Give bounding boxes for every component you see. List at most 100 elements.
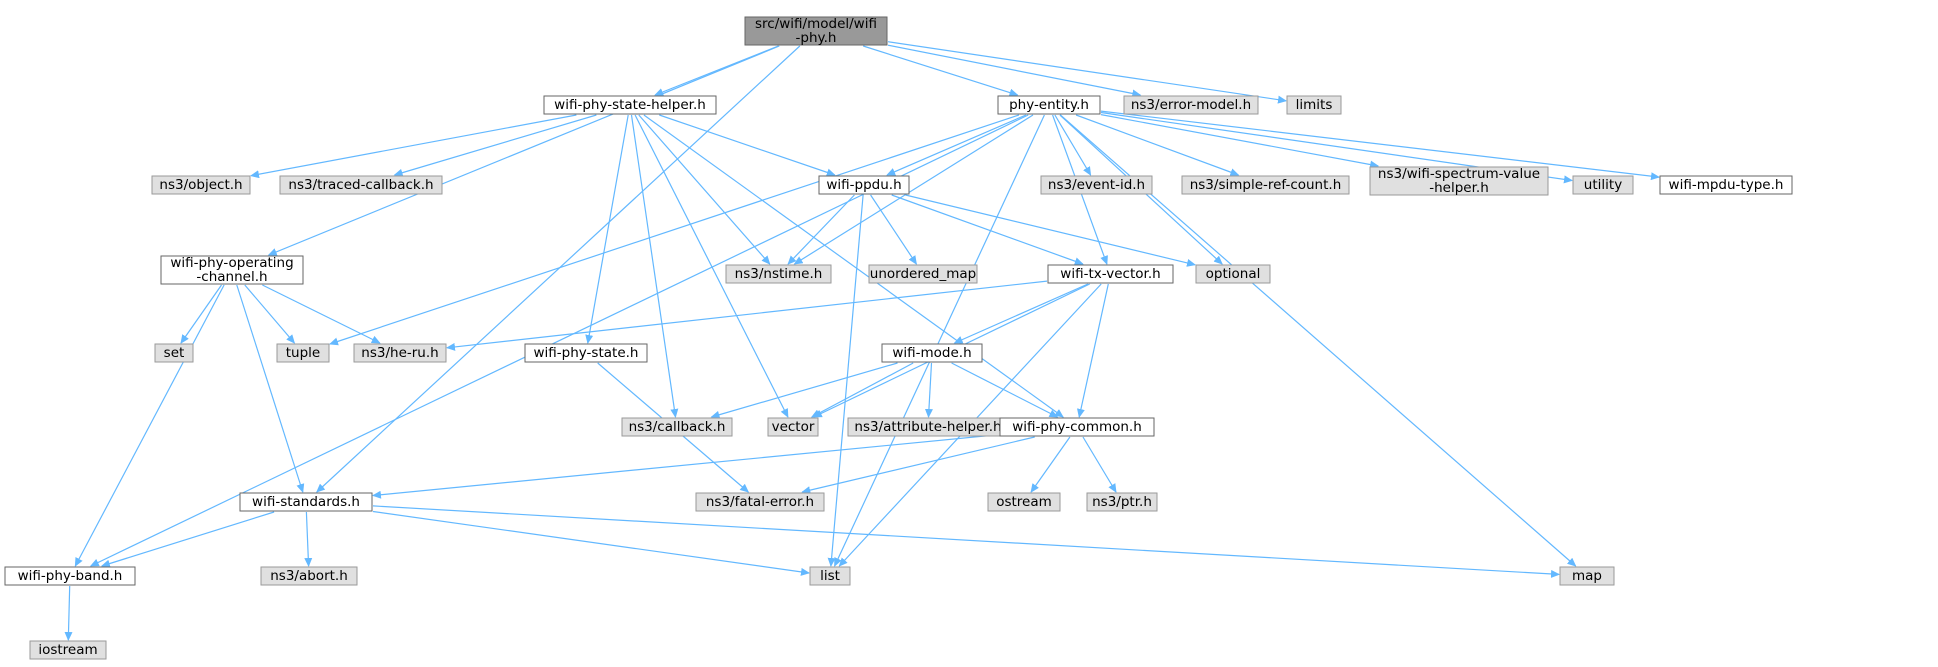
node-optional: optional	[1195, 264, 1271, 284]
node-tuple: tuple	[276, 343, 330, 363]
node-box	[239, 492, 373, 512]
node-phy-state[interactable]: wifi-phy-state.h	[524, 343, 648, 363]
edge-op_channel-to-band	[74, 284, 225, 567]
node-root: src/wifi/model/wifi-phy.h	[744, 16, 888, 46]
node-label: ns3/callback.h	[629, 419, 726, 435]
edge-op_channel-to-tuple	[244, 284, 296, 344]
node-ptr: ns3/ptr.h	[1086, 492, 1158, 512]
node-box	[1195, 264, 1271, 284]
node-box	[881, 343, 983, 363]
node-object: ns3/object.h	[151, 175, 251, 195]
node-label: -channel.h	[196, 269, 267, 285]
node-standards[interactable]: wifi-standards.h	[239, 492, 373, 512]
edge-state_helper-to-object	[250, 114, 577, 179]
node-label: ns3/event-id.h	[1048, 177, 1145, 193]
node-mode[interactable]: wifi-mode.h	[881, 343, 983, 363]
node-label: wifi-phy-common.h	[1012, 419, 1142, 435]
edge-band-to-iostream	[64, 585, 73, 641]
edge-state_helper-to-ppdu	[659, 114, 836, 177]
node-label: wifi-phy-operating	[170, 255, 293, 271]
edge-standards-to-list	[372, 510, 810, 576]
node-box	[4, 566, 136, 586]
node-op-channel[interactable]: wifi-phy-operating-channel.h	[160, 255, 304, 285]
node-label: ns3/wifi-spectrum-value	[1378, 166, 1540, 182]
node-set: set	[154, 343, 194, 363]
node-label: vector	[772, 419, 815, 435]
node-label: wifi-ppdu.h	[826, 177, 901, 193]
node-box	[1086, 492, 1158, 512]
edge-layer	[64, 41, 1660, 641]
edge-root-to-limits	[887, 41, 1287, 104]
edge-tx_vector-to-mode	[953, 283, 1089, 344]
node-label: wifi-phy-band.h	[18, 568, 123, 584]
edge-op_channel-to-he_ru	[262, 284, 381, 344]
node-label: utility	[1584, 177, 1622, 193]
edge-phy_entity-to-spectrum	[1100, 114, 1380, 169]
node-box	[767, 417, 819, 437]
node-label: -phy.h	[796, 30, 837, 46]
node-label: phy-entity.h	[1009, 97, 1089, 113]
node-label: ns3/he-ru.h	[361, 345, 438, 361]
node-label: ns3/error-model.h	[1131, 97, 1251, 113]
node-mpdu-type[interactable]: wifi-mpdu-type.h	[1659, 175, 1793, 195]
node-state-helper[interactable]: wifi-phy-state-helper.h	[543, 95, 717, 115]
node-label: ns3/abort.h	[270, 568, 348, 584]
node-box	[1286, 95, 1342, 115]
node-list: list	[809, 566, 851, 586]
edge-phy_entity-to-ppdu	[886, 114, 1027, 176]
node-box	[279, 175, 443, 195]
node-fatal-error: ns3/fatal-error.h	[695, 492, 825, 512]
edge-root-to-error_model	[887, 44, 1142, 98]
node-limits: limits	[1286, 95, 1342, 115]
node-phy-entity[interactable]: phy-entity.h	[997, 95, 1101, 115]
node-box	[868, 264, 978, 284]
node-label: tuple	[286, 345, 320, 361]
node-box	[524, 343, 648, 363]
node-map: map	[1559, 566, 1615, 586]
node-box	[1181, 175, 1350, 195]
edge-standards-to-map	[372, 505, 1560, 578]
node-label: limits	[1296, 97, 1333, 113]
edge-mode-to-phy_common	[951, 362, 1059, 418]
node-box	[276, 343, 330, 363]
node-label: ns3/object.h	[159, 177, 242, 193]
node-label: set	[164, 345, 185, 361]
edge-phy_entity-to-list	[834, 114, 1045, 567]
node-box	[151, 175, 251, 195]
node-label: wifi-mode.h	[892, 345, 971, 361]
node-unordered-map: unordered_map	[868, 264, 978, 284]
node-label: ns3/simple-ref-count.h	[1190, 177, 1342, 193]
node-label: iostream	[38, 642, 97, 658]
edge-phy_common-to-standards	[372, 434, 1000, 499]
edge-root-to-phy_entity	[863, 45, 1019, 97]
node-label: wifi-tx-vector.h	[1060, 266, 1160, 282]
edge-phy_entity-to-tuple	[329, 114, 1020, 346]
node-label: ns3/fatal-error.h	[706, 494, 814, 510]
node-traced-cb: ns3/traced-callback.h	[279, 175, 443, 195]
node-ostream: ostream	[987, 492, 1061, 512]
node-label: list	[820, 568, 840, 584]
node-phy-common[interactable]: wifi-phy-common.h	[999, 417, 1155, 437]
node-utility: utility	[1572, 175, 1634, 195]
node-box	[1572, 175, 1634, 195]
edge-op_channel-to-standards	[236, 284, 305, 493]
node-ppdu[interactable]: wifi-ppdu.h	[818, 175, 910, 195]
node-box	[154, 343, 194, 363]
node-label: wifi-phy-state.h	[534, 345, 639, 361]
edge-phy_entity-to-simple_ref	[1075, 114, 1240, 176]
node-box	[744, 16, 888, 46]
node-box	[725, 264, 832, 284]
node-label: optional	[1206, 266, 1261, 282]
node-simple-ref: ns3/simple-ref-count.h	[1181, 175, 1350, 195]
node-tx-vector[interactable]: wifi-tx-vector.h	[1047, 264, 1174, 284]
node-iostream: iostream	[29, 640, 107, 660]
edge-tx_vector-to-he_ru	[446, 280, 1048, 351]
edge-state_helper-to-phy_common	[643, 114, 1064, 418]
edge-ppdu-to-unordered_map	[870, 194, 917, 265]
edge-mode-to-attr_helper	[924, 362, 933, 418]
node-band[interactable]: wifi-phy-band.h	[4, 566, 136, 586]
edge-root-to-standards	[316, 45, 801, 493]
node-box	[999, 417, 1155, 437]
node-box	[1659, 175, 1793, 195]
node-label: map	[1572, 568, 1602, 584]
